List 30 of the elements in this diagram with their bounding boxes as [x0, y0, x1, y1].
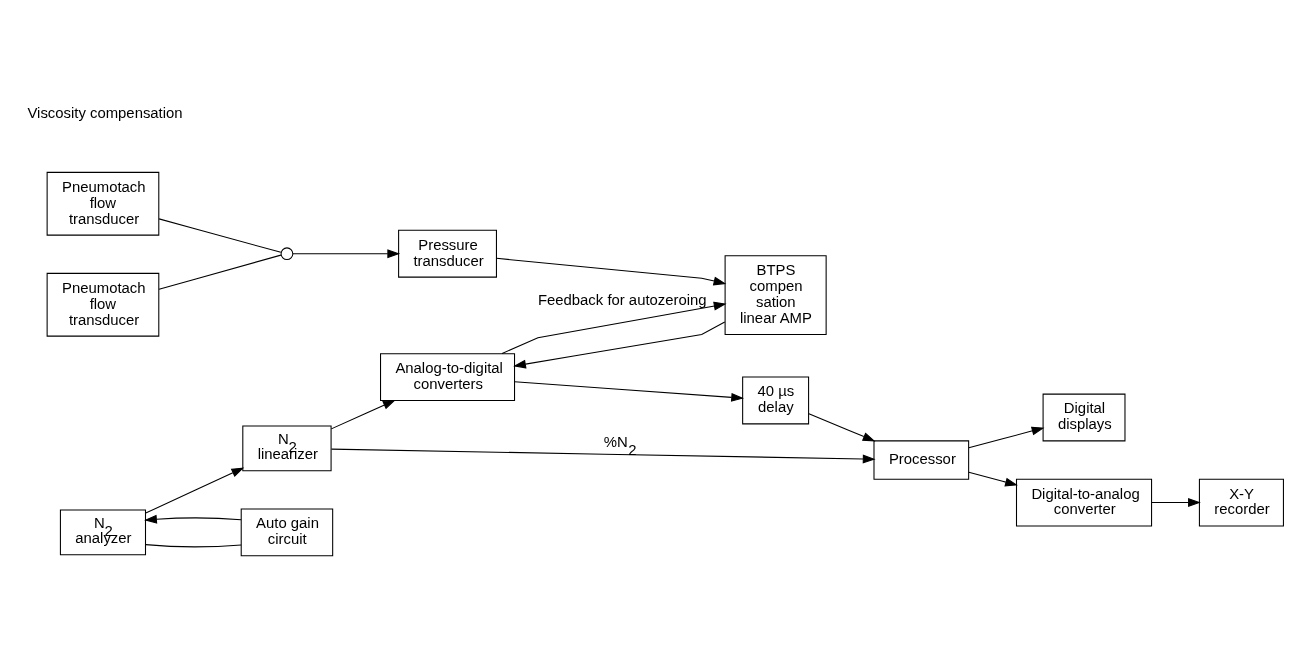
- arrow: [292, 249, 401, 259]
- arrow: [513, 321, 726, 369]
- arrow: [514, 381, 744, 402]
- node-box: 40 µs delay: [742, 376, 810, 425]
- edge-label: Feedback for autozeroing: [537, 291, 707, 308]
- node-circle: [280, 247, 294, 261]
- node-box: X-Y recorder: [1198, 478, 1284, 527]
- node-box: Auto gain circuit: [240, 508, 334, 557]
- arrow: [330, 448, 876, 464]
- label: Viscosity compensation: [27, 105, 183, 122]
- connector: [158, 254, 282, 290]
- node-box: Processor: [873, 440, 970, 480]
- arrow: [968, 471, 1018, 487]
- arrow: [501, 301, 727, 355]
- node-box: Digital displays: [1042, 393, 1126, 442]
- arrow: [496, 257, 727, 286]
- node-box: Analog-to-digital converters: [380, 353, 516, 401]
- node-box: BTPS compen sation linear AMP: [724, 255, 827, 336]
- arrow: [330, 399, 396, 430]
- node-box: Pneumotach flow transducer: [46, 272, 160, 337]
- node-box: Pressure transducer: [398, 229, 497, 278]
- arrow: [145, 467, 245, 514]
- arrow: [968, 426, 1045, 449]
- node-box: Digital-to-analog converter: [1015, 478, 1153, 527]
- arrow: [144, 514, 242, 524]
- connector: [158, 218, 282, 253]
- node-box: Pneumotach flow transducer: [46, 171, 160, 236]
- arrow: [1151, 498, 1201, 508]
- arrow: [808, 413, 876, 442]
- connector: [145, 544, 242, 548]
